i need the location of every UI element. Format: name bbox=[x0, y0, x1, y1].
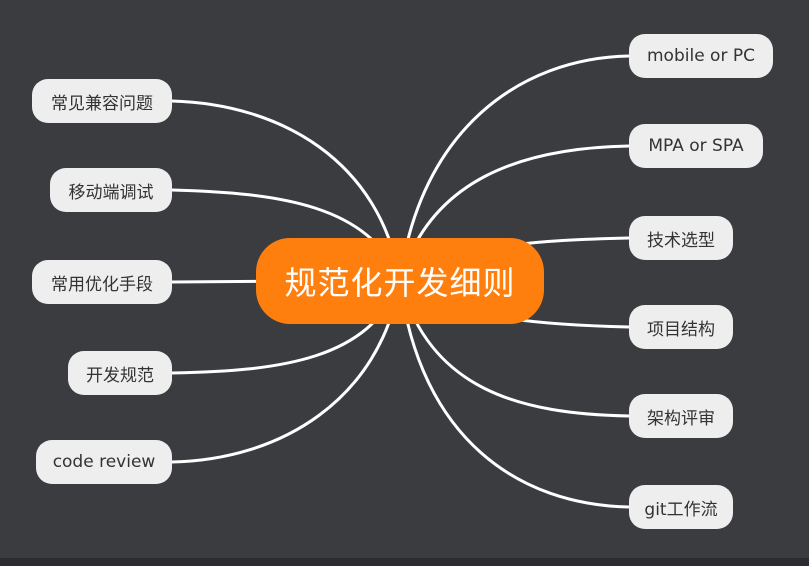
link-code-review bbox=[171, 280, 402, 464]
node-code-review[interactable]: code review bbox=[36, 440, 172, 484]
node-label: MPA or SPA bbox=[648, 136, 744, 156]
link-mobile-pc bbox=[398, 54, 630, 282]
node-tech-selection[interactable]: 技术选型 bbox=[629, 216, 733, 260]
node-label: mobile or PC bbox=[647, 46, 755, 66]
node-git-workflow[interactable]: git工作流 bbox=[629, 485, 733, 529]
root-topic-label: 规范化开发细则 bbox=[284, 264, 516, 302]
root-topic[interactable]: 规范化开发细则 bbox=[256, 238, 544, 324]
node-mobile-debugging[interactable]: 移动端调试 bbox=[50, 168, 172, 212]
node-mpa-or-spa[interactable]: MPA or SPA bbox=[629, 124, 763, 168]
node-common-compat-issues[interactable]: 常见兼容问题 bbox=[32, 79, 172, 123]
node-label: 移动端调试 bbox=[68, 182, 154, 203]
link-common-compat bbox=[171, 99, 402, 282]
node-label: code review bbox=[52, 452, 156, 472]
node-label: 开发规范 bbox=[86, 365, 154, 386]
node-dev-standards[interactable]: 开发规范 bbox=[68, 351, 172, 395]
node-label: 常见兼容问题 bbox=[51, 93, 153, 114]
node-label: git工作流 bbox=[644, 499, 718, 520]
bottom-edge-strip bbox=[0, 558, 809, 566]
node-mobile-or-pc[interactable]: mobile or PC bbox=[629, 34, 773, 78]
node-architecture-review[interactable]: 架构评审 bbox=[629, 394, 733, 438]
node-label: 项目结构 bbox=[647, 319, 715, 340]
node-project-structure[interactable]: 项目结构 bbox=[629, 305, 733, 349]
node-optimization-methods[interactable]: 常用优化手段 bbox=[32, 260, 172, 304]
node-label: 技术选型 bbox=[647, 230, 715, 251]
node-label: 架构评审 bbox=[647, 408, 715, 429]
node-label: 常用优化手段 bbox=[51, 274, 153, 295]
link-git-workflow bbox=[398, 280, 630, 509]
